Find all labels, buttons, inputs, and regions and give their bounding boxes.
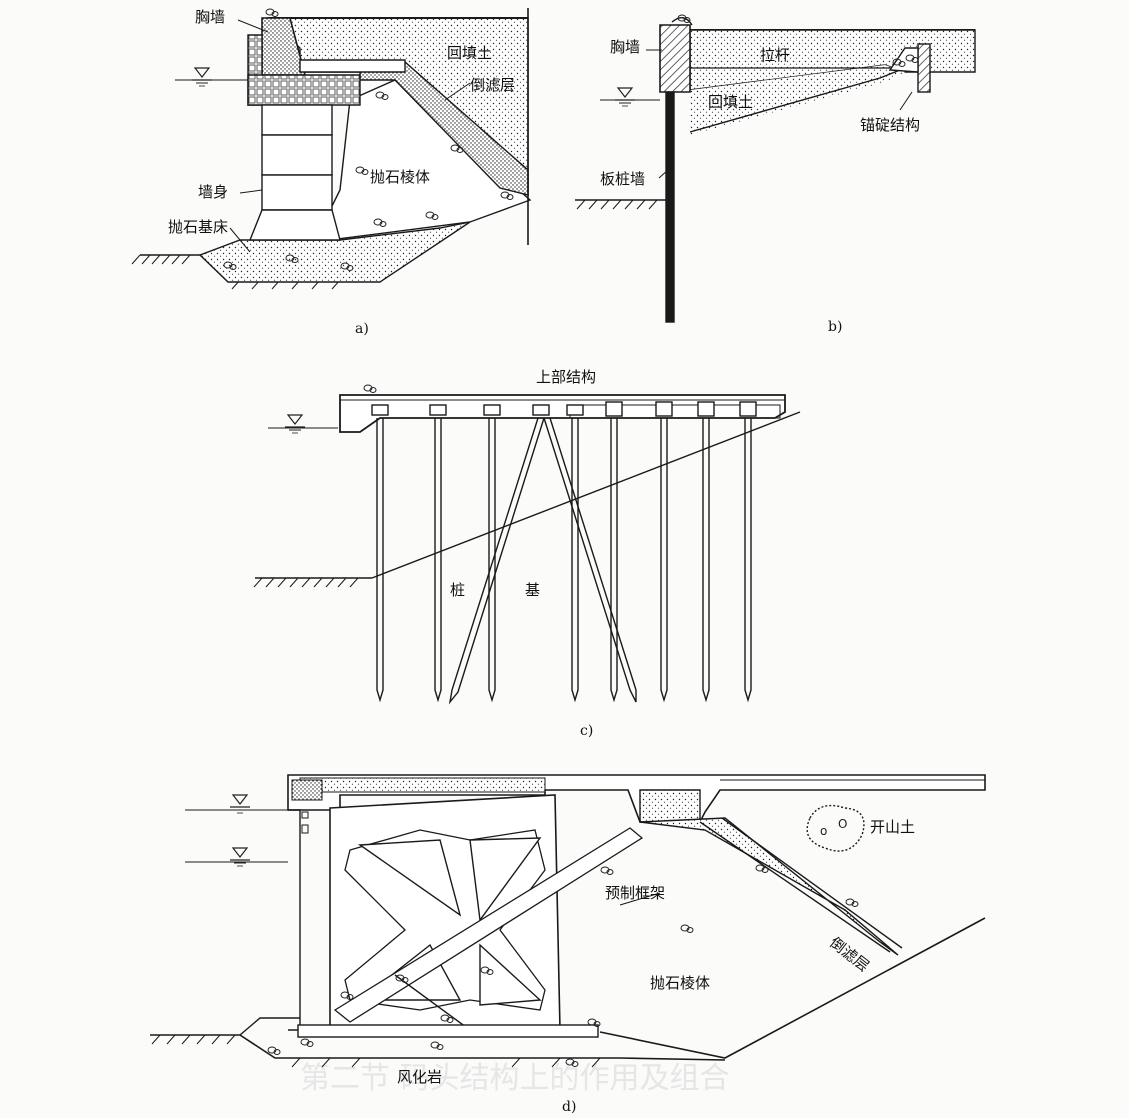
- panel-c-label-pile-1: 桩: [450, 581, 466, 599]
- panel-d-caption: d): [562, 1099, 577, 1115]
- panel-c-caption: c): [580, 723, 594, 739]
- panel-a-caption: a): [355, 321, 369, 337]
- panel-c-label-pile-2: 基: [525, 581, 541, 599]
- panel-a-label-rubble-bed: 抛石基床: [168, 218, 229, 236]
- panel-a-label-rubble-prism: 抛石棱体: [370, 168, 431, 186]
- panel-b-label-breast-wall: 胸墙: [610, 38, 641, 56]
- panel-d-label-rubble-prism: 抛石棱体: [650, 974, 711, 992]
- panel-c-label-superstructure: 上部结构: [536, 368, 597, 386]
- panel-a-label-backfill: 回填土: [447, 44, 493, 62]
- panel-b-caption: b): [828, 319, 843, 335]
- panel-b-label-backfill: 回填土: [708, 93, 754, 111]
- panel-b-label-sheet-pile: 板桩墙: [600, 170, 646, 188]
- panel-c-pile-wharf: [253, 384, 801, 705]
- svg-text:O: O: [838, 817, 847, 831]
- panel-a-gravity-wall: [131, 8, 532, 290]
- panel-d-label-weathered-rock: 风化岩: [397, 1068, 443, 1086]
- panel-b-label-tie-rod: 拉杆: [760, 46, 791, 64]
- panel-d-frame-wall: o O: [150, 774, 986, 1068]
- panel-b-sheet-pile: [575, 14, 976, 323]
- svg-text:o: o: [820, 824, 827, 838]
- panel-d-label-precast-frame: 预制框架: [605, 884, 666, 902]
- panel-a-label-wall-body: 墙身: [198, 183, 229, 201]
- panel-b-label-anchor: 锚碇结构: [860, 116, 921, 134]
- panel-a-label-breast-wall: 胸墙: [195, 8, 226, 26]
- bleed-through-heading: 第二节 码头结构上的作用及组合: [300, 1061, 730, 1096]
- panel-d-label-quarry-soil: 开山土: [870, 818, 916, 836]
- panel-a-label-filter-layer: 倒滤层: [470, 76, 516, 94]
